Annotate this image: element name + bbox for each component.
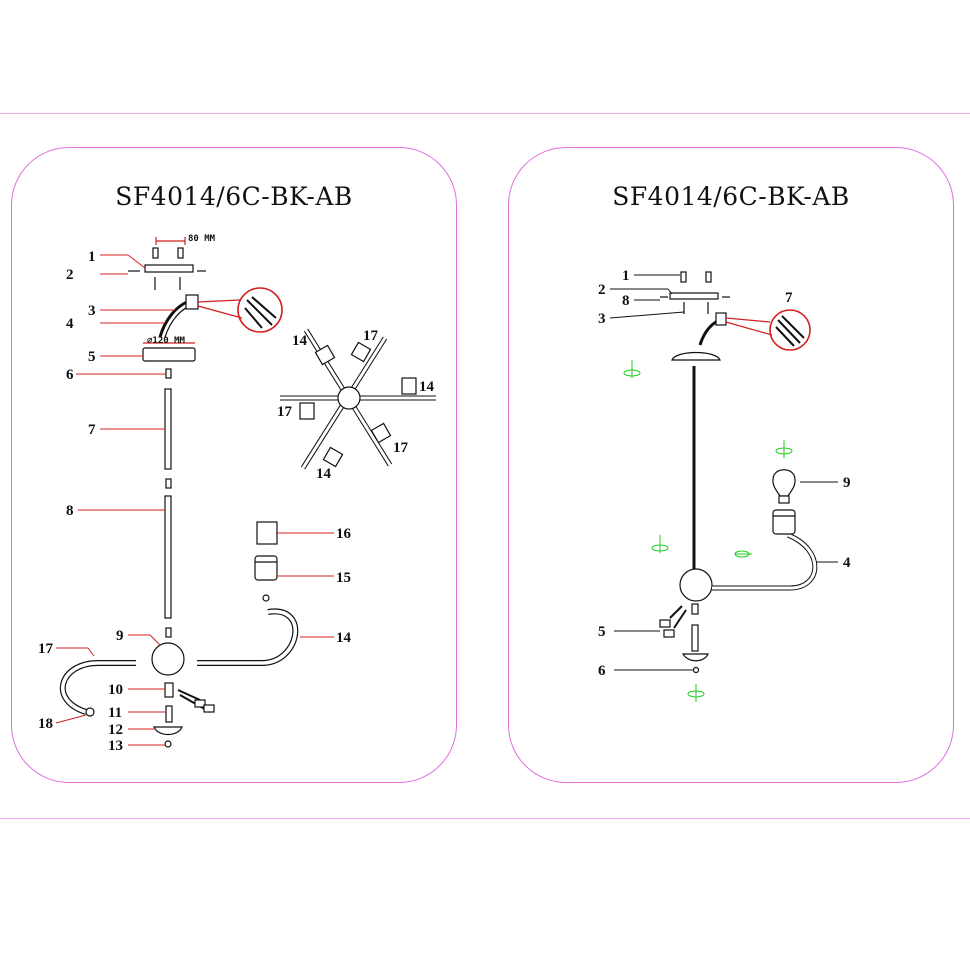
right-label-6: 6	[598, 663, 606, 679]
bulb	[772, 469, 796, 504]
label-14: 14	[336, 630, 352, 646]
shade-14a	[314, 344, 336, 366]
right-leaders	[609, 274, 838, 671]
installation-arrows	[623, 360, 793, 702]
label-15: 15	[336, 570, 351, 586]
arm-14	[197, 608, 299, 666]
center-ball	[151, 642, 185, 676]
right-label-2: 2	[598, 282, 606, 298]
label-7: 7	[88, 422, 96, 438]
right-label-1: 1	[622, 268, 630, 284]
right-socket	[772, 509, 796, 535]
label-6: 6	[66, 367, 74, 383]
label-12: 12	[108, 722, 123, 738]
label-3: 3	[88, 303, 96, 319]
label-8: 8	[66, 503, 74, 519]
mounting-screws	[152, 247, 184, 290]
bottom-assembly	[153, 682, 215, 748]
label-1: 1	[88, 249, 96, 265]
left-exploded-view	[55, 237, 436, 748]
end-cap-18	[85, 707, 95, 717]
shade-17c	[370, 422, 392, 444]
top-label-14a: 14	[292, 333, 308, 349]
label-2: 2	[66, 267, 74, 283]
right-label-9: 9	[843, 475, 851, 491]
right-label-4: 4	[843, 555, 851, 571]
connector	[165, 478, 172, 489]
shade-14c	[322, 446, 344, 468]
label-11: 11	[108, 705, 122, 721]
top-separator-line	[0, 113, 970, 114]
top-label-14c: 14	[316, 466, 332, 482]
top-label-17b: 17	[277, 404, 293, 420]
right-labels: 1 2 8 3 7 9 4 5 6	[598, 268, 851, 679]
top-label-14b: 14	[419, 379, 435, 395]
mounting-bracket	[128, 264, 206, 273]
label-16: 16	[336, 526, 352, 542]
label-9: 9	[116, 628, 124, 644]
mounting-dimension	[155, 237, 186, 245]
label-18: 18	[38, 716, 53, 732]
right-label-3: 3	[598, 311, 606, 327]
left-panel-frame	[11, 147, 457, 783]
right-panel-title: SF4014/6C-BK-AB	[612, 182, 850, 211]
dim-80: 80 MM	[188, 234, 216, 244]
left-panel-title: SF4014/6C-BK-AB	[115, 182, 353, 211]
left-labels: 80 MM ⌀120 MM 1 2 3 4 5 6 7 8 9 10 11 12…	[38, 234, 435, 754]
label-5: 5	[88, 349, 96, 365]
label-4: 4	[66, 316, 74, 332]
socket-15	[254, 555, 278, 581]
nut-6	[165, 368, 172, 379]
shade-17a	[350, 341, 372, 363]
small-nut	[262, 594, 270, 602]
canopy	[142, 342, 196, 362]
right-canopy	[671, 351, 721, 361]
right-panel-frame	[508, 147, 954, 783]
top-label-17c: 17	[393, 440, 409, 456]
label-17: 17	[38, 641, 54, 657]
shade-14b	[401, 377, 417, 395]
rod-7	[164, 388, 172, 470]
left-leaders	[55, 254, 334, 746]
top-label-17a: 17	[363, 328, 379, 344]
power-cable	[158, 294, 199, 338]
right-bracket	[660, 292, 730, 300]
label-10: 10	[108, 682, 123, 698]
wiring-detail	[197, 287, 283, 333]
rod-8	[164, 495, 172, 619]
dim-120: ⌀120 MM	[147, 336, 186, 346]
label-13: 13	[108, 738, 123, 754]
right-label-7: 7	[785, 290, 793, 306]
shade-17b	[299, 402, 315, 420]
socket-16	[256, 521, 278, 545]
right-wiring-detail	[769, 309, 811, 351]
right-label-5: 5	[598, 624, 606, 640]
bottom-separator-line	[0, 818, 970, 819]
right-label-8: 8	[622, 293, 630, 309]
right-bottom-assembly	[659, 603, 709, 674]
right-cable	[698, 312, 773, 346]
right-center-ball	[679, 568, 713, 602]
top-view	[280, 328, 436, 470]
right-assembled-view	[609, 271, 838, 702]
nut	[165, 627, 172, 638]
